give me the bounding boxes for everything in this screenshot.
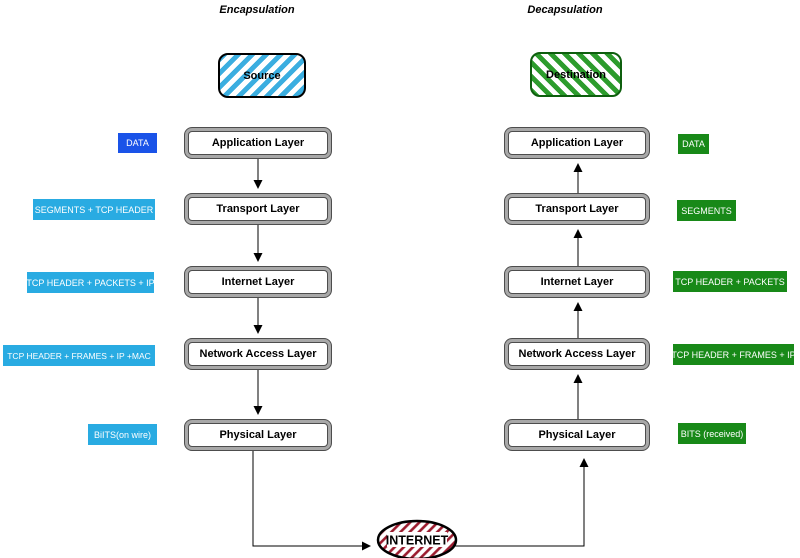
arrow-internet-cloud-to-physical xyxy=(455,458,589,547)
layer-label: Transport Layer xyxy=(535,203,619,215)
layer-box-application-left: Application Layer xyxy=(184,127,332,159)
arrow-physical-to-internet-cloud xyxy=(252,451,371,551)
layer-box-application-right: Application Layer xyxy=(504,127,650,159)
internet-node: INTERNET xyxy=(376,519,458,558)
layer-label: Application Layer xyxy=(211,137,305,149)
label-data-decap: DATA xyxy=(678,134,709,154)
layer-label: Network Access Layer xyxy=(518,348,636,360)
label-data-encap: DATA xyxy=(118,133,157,153)
layer-box-network-access-left: Network Access Layer xyxy=(184,338,332,370)
internet-label: INTERNET xyxy=(386,534,449,548)
layer-label: Application Layer xyxy=(530,137,624,149)
layer-label: Internet Layer xyxy=(221,276,295,288)
label-bits-encap: BiITS(on wire) xyxy=(88,424,157,445)
layer-box-transport-right: Transport Layer xyxy=(504,193,650,225)
decapsulation-title: Decapsulation xyxy=(527,4,603,16)
layer-box-network-access-right: Network Access Layer xyxy=(504,338,650,370)
label-bits-decap: BITS (received) xyxy=(678,423,746,444)
label-frames-decap: TCP HEADER + FRAMES + IP xyxy=(673,344,794,365)
source-label: Source xyxy=(243,69,281,82)
label-segments-encap: SEGMENTS + TCP HEADER xyxy=(33,199,155,220)
layer-box-physical-right: Physical Layer xyxy=(504,419,650,451)
layer-label: Physical Layer xyxy=(538,429,616,441)
label-packets-decap: TCP HEADER + PACKETS xyxy=(673,271,787,292)
label-segments-decap: SEGMENTS xyxy=(677,200,736,221)
encapsulation-title: Encapsulation xyxy=(219,4,295,16)
label-frames-encap: TCP HEADER + FRAMES + IP +MAC xyxy=(3,345,155,366)
destination-node: Destination xyxy=(530,52,622,97)
label-packets-encap: TCP HEADER + PACKETS + IP xyxy=(27,272,154,293)
destination-label: Destination xyxy=(546,68,606,81)
layer-label: Transport Layer xyxy=(216,203,300,215)
layer-box-transport-left: Transport Layer xyxy=(184,193,332,225)
layer-label: Network Access Layer xyxy=(199,348,317,360)
source-node: Source xyxy=(218,53,306,98)
layer-label: Physical Layer xyxy=(219,429,297,441)
layer-label: Internet Layer xyxy=(540,276,614,288)
layer-box-internet-right: Internet Layer xyxy=(504,266,650,298)
layer-box-internet-left: Internet Layer xyxy=(184,266,332,298)
layer-box-physical-left: Physical Layer xyxy=(184,419,332,451)
